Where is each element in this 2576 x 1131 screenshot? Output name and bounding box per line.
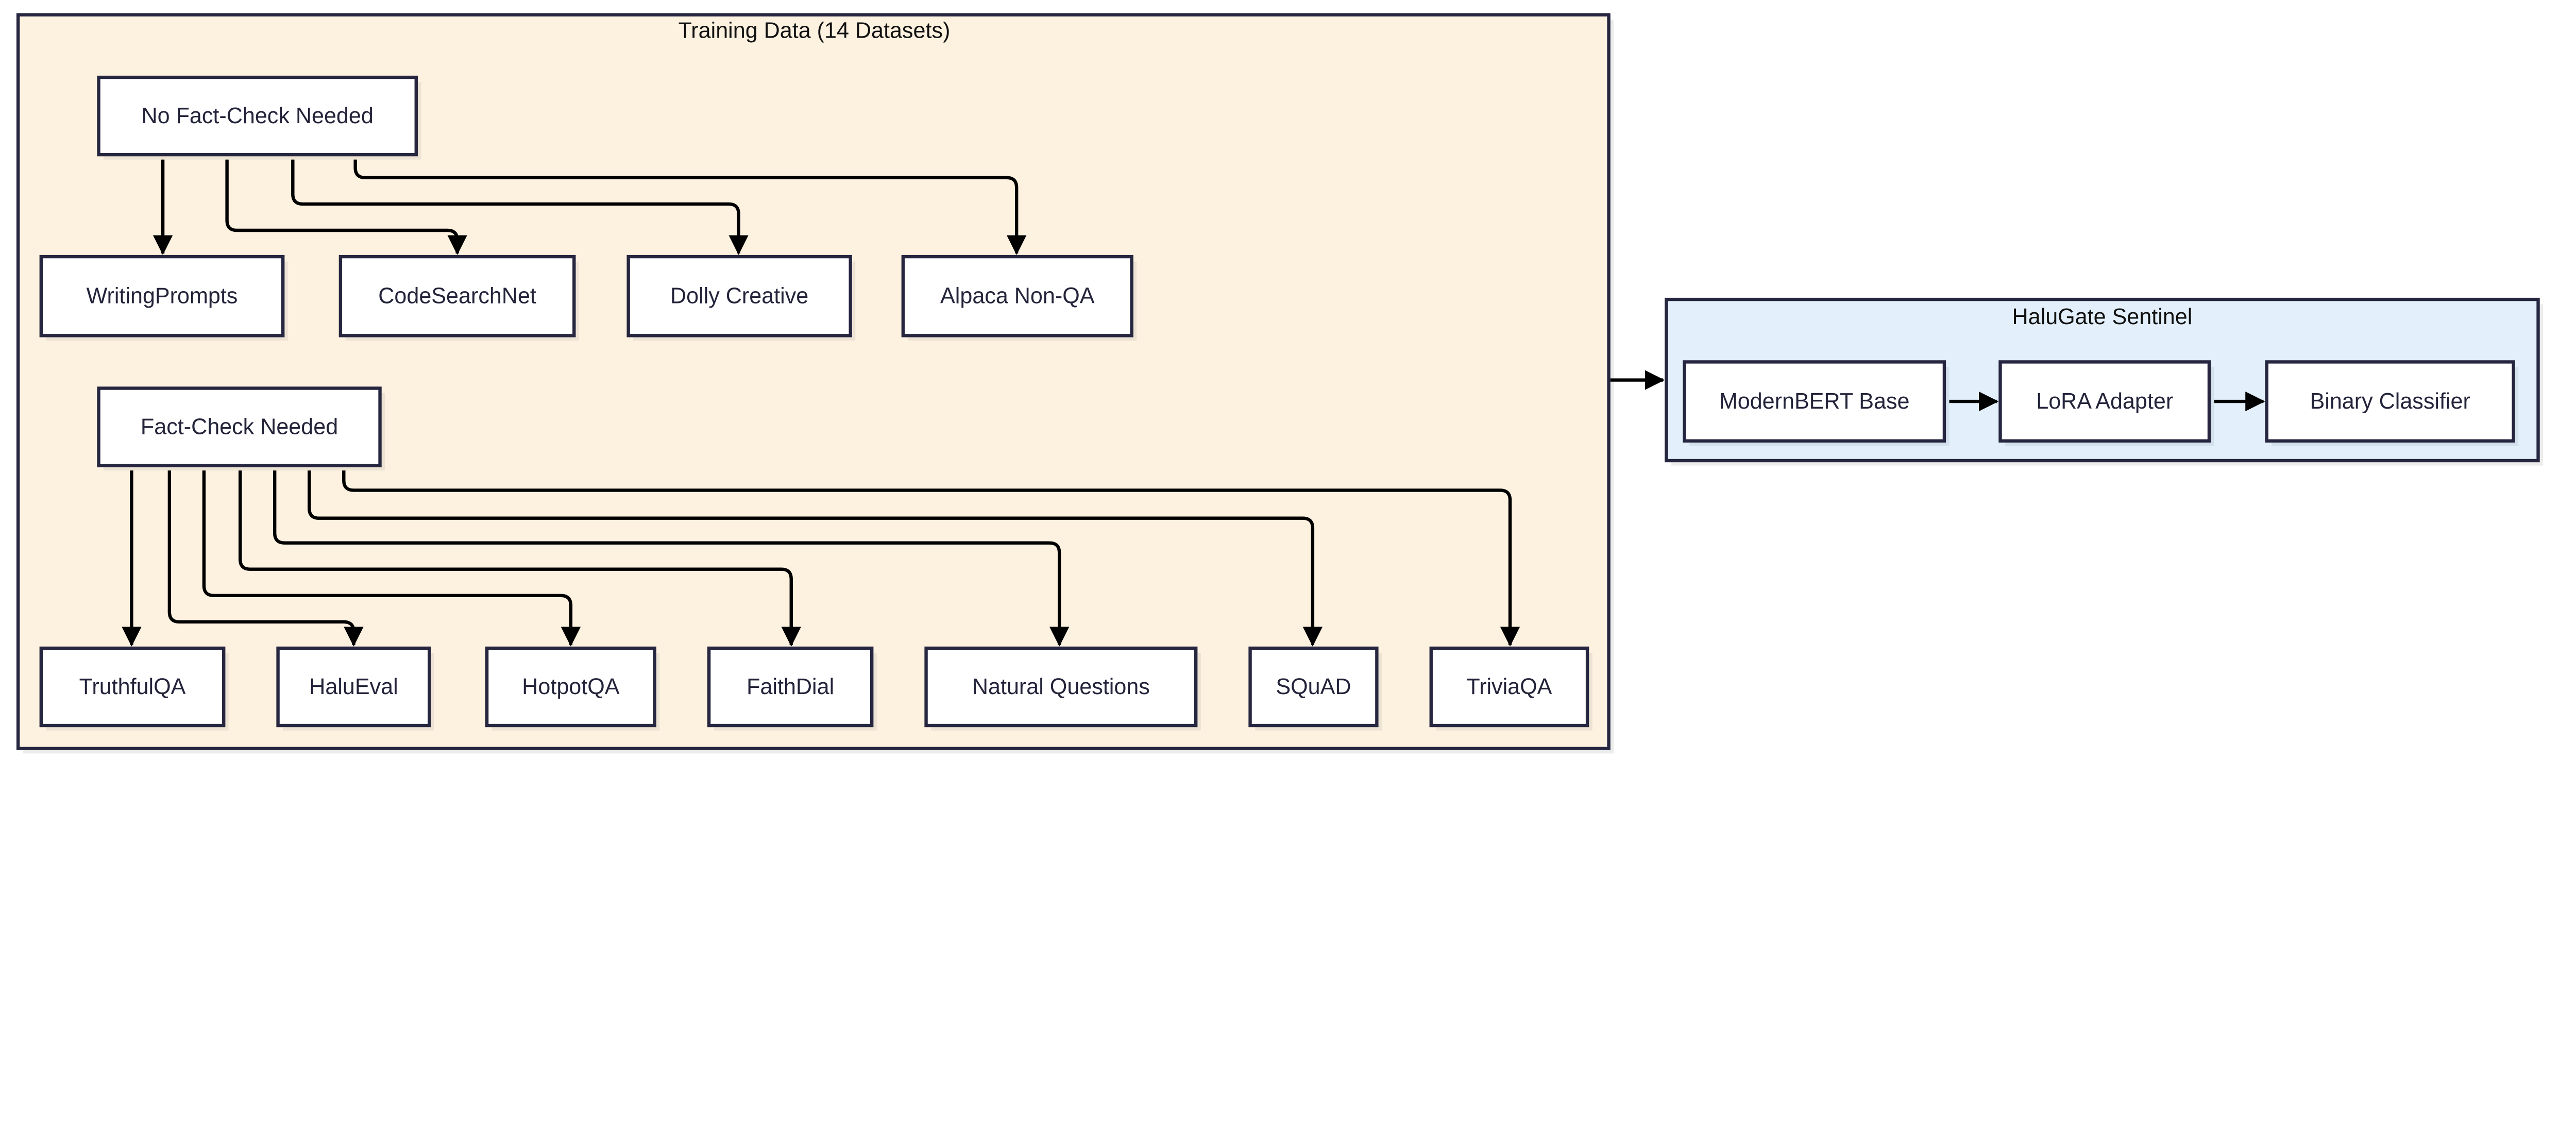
edge-nofc-dolly (291, 155, 749, 255)
node-modernbert-base: ModernBERT Base (1683, 360, 1950, 446)
node-triviaqa: TriviaQA (1429, 646, 1592, 731)
edge-nofc-alpaca (353, 155, 1027, 255)
edge-fc-triviaqa (342, 465, 1520, 647)
edge-fc-halueval (167, 465, 364, 647)
node-alpaca-non-qa: Alpaca Non-QA (901, 255, 1137, 341)
node-label: LoRA Adapter (2036, 389, 2173, 414)
node-label: TriviaQA (1466, 674, 1552, 699)
node-label: Natural Questions (972, 674, 1150, 699)
node-label: Binary Classifier (2310, 389, 2470, 414)
node-label: ModernBERT Base (1719, 389, 1910, 414)
edge-fc-faithdial (238, 465, 801, 647)
node-label: SQuAD (1276, 674, 1351, 699)
node-halueval: HaluEval (276, 646, 434, 731)
node-no-fact-check-needed: No Fact-Check Needed (97, 75, 421, 160)
node-label: Alpaca Non-QA (940, 284, 1095, 309)
node-codesearchnet: CodeSearchNet (338, 255, 579, 341)
edge-fc-hotpotqa (202, 465, 581, 647)
node-binary-classifier: Binary Classifier (2265, 360, 2519, 446)
node-label: Fact-Check Needed (141, 415, 338, 440)
edge-fc-squad (308, 465, 1323, 647)
node-faithdial: FaithDial (707, 646, 877, 731)
node-fact-check-needed: Fact-Check Needed (97, 386, 385, 471)
node-natural-questions: Natural Questions (924, 646, 1201, 731)
cluster-title-training: Training Data (14 Datasets) (679, 18, 951, 43)
node-writingprompts: WritingPrompts (39, 255, 288, 341)
cluster-title-sentinel: HaluGate Sentinel (2012, 305, 2193, 329)
node-label: Dolly Creative (670, 284, 808, 309)
node-dolly-creative: Dolly Creative (626, 255, 856, 341)
node-squad: SQuAD (1248, 646, 1382, 731)
node-label: TruthfulQA (79, 674, 186, 699)
diagram-canvas: Training Data (14 Datasets) HaluGate Sen… (16, 13, 2544, 754)
node-hotpotqa: HotpotQA (485, 646, 660, 731)
node-truthfulqa: TruthfulQA (39, 646, 229, 731)
node-label: HotpotQA (522, 674, 619, 699)
node-label: HaluEval (309, 674, 398, 699)
node-label: FaithDial (747, 674, 834, 699)
node-label: No Fact-Check Needed (142, 104, 374, 128)
edge-fc-nq (273, 465, 1070, 647)
node-label: CodeSearchNet (378, 284, 536, 309)
node-lora-adapter: LoRA Adapter (1998, 360, 2214, 446)
edge-nofc-codesearchnet (225, 155, 467, 255)
edges (122, 155, 2265, 647)
node-label: WritingPrompts (87, 284, 238, 309)
